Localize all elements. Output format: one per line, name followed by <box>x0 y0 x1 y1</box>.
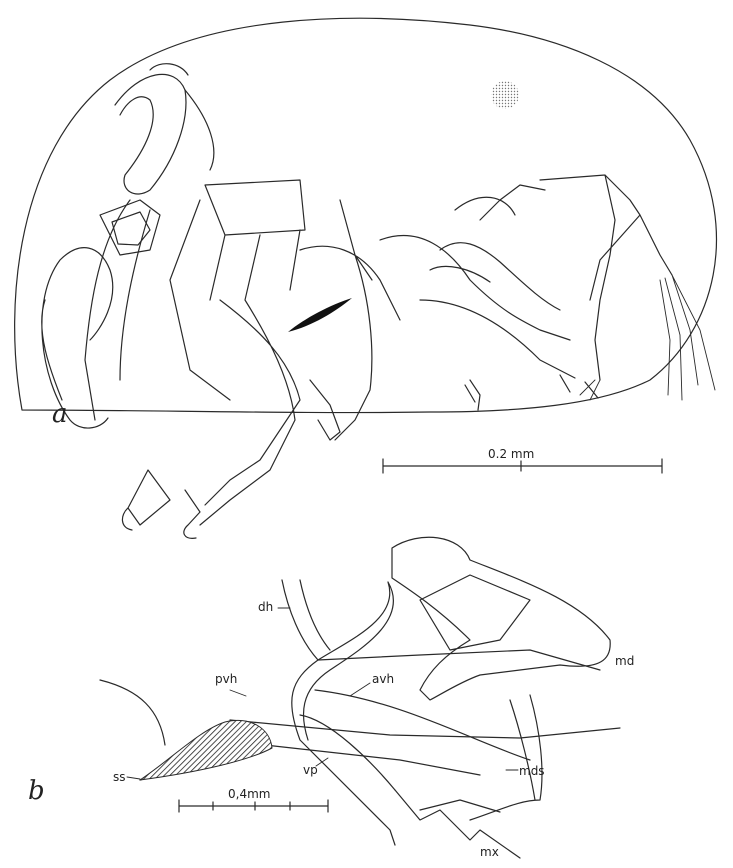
panel-a-label: a <box>52 399 68 429</box>
posterior-claws <box>465 375 598 410</box>
antenna <box>540 175 672 380</box>
mandible <box>392 537 610 700</box>
distal-claws <box>122 470 200 538</box>
panel-b-label: b <box>28 776 45 806</box>
scale-bar-b: 0,4mm <box>179 787 328 812</box>
label-mx: mx <box>480 845 499 859</box>
label-vp: vp <box>303 763 318 777</box>
label-dh: dh <box>258 600 273 614</box>
label-ss: ss <box>113 770 126 784</box>
hooked-limb <box>115 64 188 194</box>
dorsal-hinge <box>282 580 330 660</box>
panel-b-labels: dh pvh avh md ss vp mds mx <box>113 600 634 859</box>
dark-spine <box>288 298 352 332</box>
maxilla <box>395 790 520 858</box>
clasp-structure <box>100 200 160 255</box>
scale-bar-b-label: 0,4mm <box>228 787 270 801</box>
thoracic-limbs <box>170 180 305 525</box>
label-md: md <box>615 654 634 668</box>
hatched-sclerite <box>140 720 272 780</box>
panel-b-drawing <box>100 537 620 858</box>
mandible-stalk <box>470 695 542 820</box>
label-mds: mds <box>519 764 545 778</box>
limb-1 <box>85 90 214 420</box>
ventral-plate <box>230 720 620 775</box>
scale-bar-a: 0.2 mm <box>383 447 662 473</box>
posterior-appendages <box>380 185 575 378</box>
label-pvh: pvh <box>215 672 237 686</box>
panel-a-drawing <box>15 18 717 538</box>
eye-spot <box>491 81 519 109</box>
label-avh: avh <box>372 672 394 686</box>
scale-bar-a-label: 0.2 mm <box>488 447 534 461</box>
